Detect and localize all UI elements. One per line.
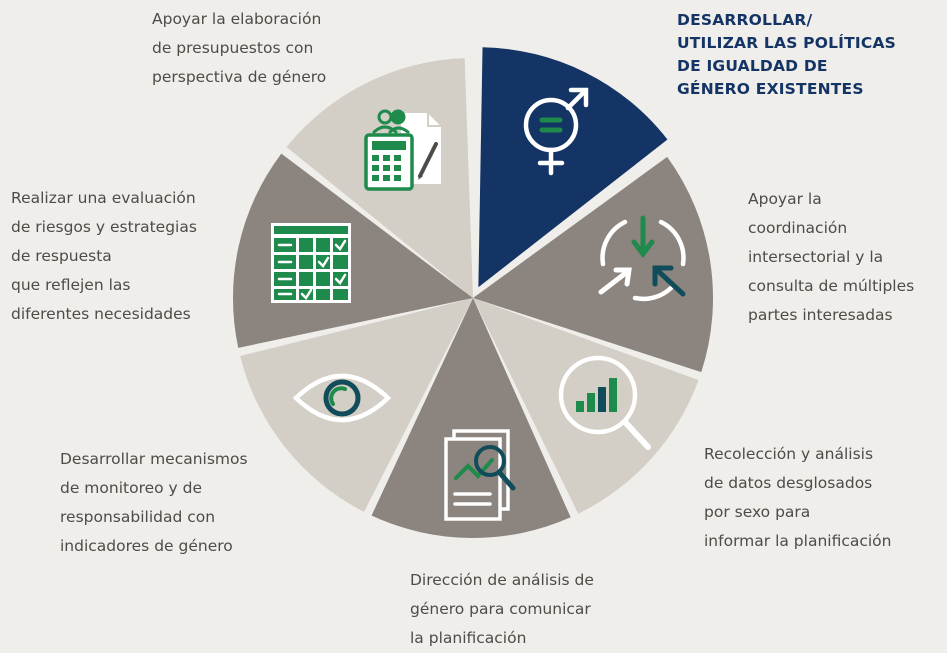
circular-arrows-icon xyxy=(598,215,686,302)
label-evaluacion-riesgos: Realizar una evaluación de riesgos y est… xyxy=(11,189,197,323)
gender-equality-icon xyxy=(523,87,589,176)
segment-recoleccion-datos xyxy=(473,298,699,514)
segment-desarrollar-politicas xyxy=(478,47,668,288)
label-direccion-analisis: Dirección de análisis de género para com… xyxy=(410,571,594,647)
label-coordinacion-intersectorial: Apoyar la coordinación intersectorial y … xyxy=(748,190,915,324)
label-presupuestos: Apoyar la elaboración de presupuestos co… xyxy=(152,10,327,86)
wheel-icons xyxy=(271,87,686,521)
magnifier-chart-icon xyxy=(558,355,651,450)
label-recoleccion-datos: Recolección y análisis de datos desglosa… xyxy=(704,445,892,550)
segment-direccion-analisis xyxy=(371,298,571,538)
eye-icon xyxy=(292,373,392,423)
budget-calculator-icon xyxy=(364,109,443,191)
segment-coordinacion-intersectorial xyxy=(473,156,714,373)
label-monitoreo: Desarrollar mecanismos de monitoreo y de… xyxy=(60,450,248,555)
label-desarrollar-politicas: DESARROLLAR/ UTILIZAR LAS POLÍTICAS DE I… xyxy=(677,11,897,98)
document-analysis-icon xyxy=(444,429,516,521)
checklist-grid-icon xyxy=(271,223,351,303)
